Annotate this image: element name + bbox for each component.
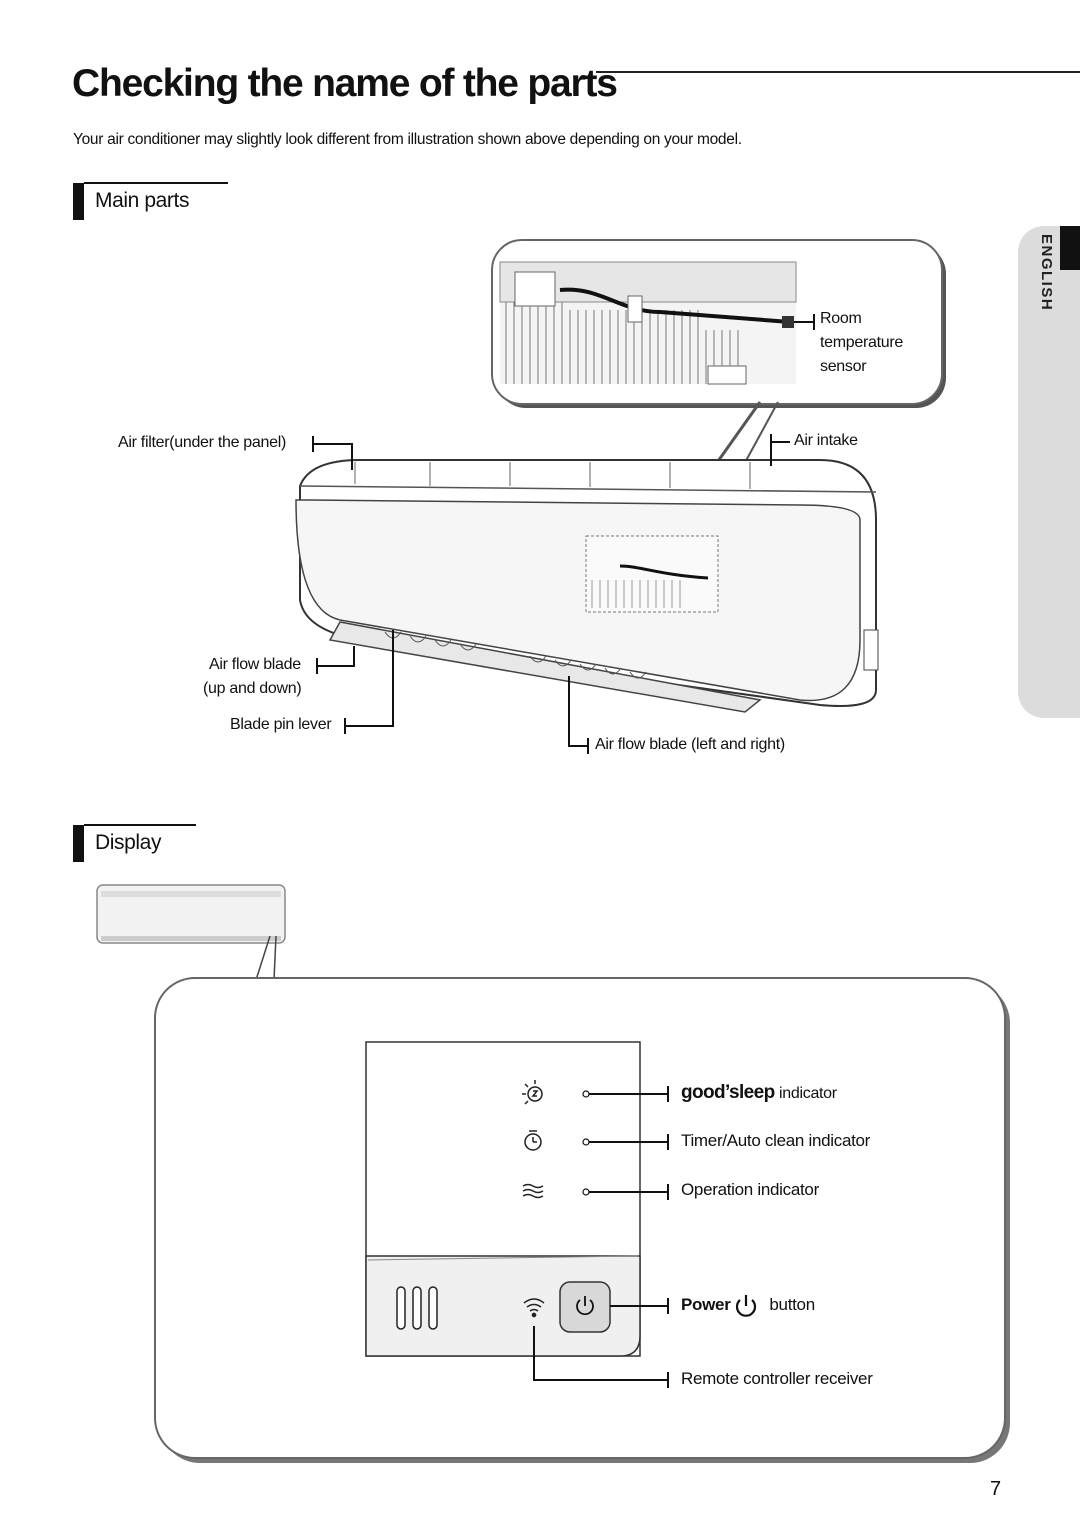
main-parts-bar bbox=[73, 183, 84, 220]
label-timer: Timer/Auto clean indicator bbox=[681, 1131, 871, 1150]
label-room-sensor-2: temperature bbox=[820, 334, 903, 351]
main-parts-rule bbox=[84, 182, 228, 184]
label-remote: Remote controller receiver bbox=[681, 1369, 873, 1388]
display-illustration bbox=[96, 884, 1010, 1463]
sleep-icon bbox=[522, 1080, 543, 1105]
power-word: Power bbox=[681, 1295, 731, 1314]
display-rule bbox=[84, 824, 196, 826]
label-goodsleep: good’sleep indicator bbox=[681, 1082, 837, 1104]
ac-unit bbox=[295, 459, 879, 713]
main-parts-heading: Main parts bbox=[95, 189, 190, 212]
label-operation: Operation indicator bbox=[681, 1180, 819, 1199]
language-tab-label: ENGLISH bbox=[1038, 234, 1055, 312]
label-air-intake: Air intake bbox=[794, 432, 858, 449]
language-tab-marker bbox=[1060, 226, 1080, 270]
page-number: 7 bbox=[990, 1478, 1002, 1500]
power-icon bbox=[735, 1295, 757, 1317]
label-power: Power button bbox=[681, 1295, 815, 1315]
language-tab bbox=[1018, 226, 1080, 718]
label-room-sensor-1: Room bbox=[820, 310, 862, 327]
page-title: Checking the name of the parts bbox=[72, 62, 618, 105]
title-rule bbox=[596, 71, 1080, 73]
label-air-filter: Air filter(under the panel) bbox=[118, 434, 286, 451]
main-parts-illustration bbox=[295, 239, 946, 754]
display-heading: Display bbox=[95, 831, 162, 854]
leader-lines bbox=[312, 434, 790, 754]
label-air-flow-ud-1: Air flow blade bbox=[209, 656, 301, 673]
timer-icon bbox=[524, 1130, 542, 1151]
operation-icon bbox=[522, 1183, 544, 1199]
power-suffix: button bbox=[769, 1295, 815, 1314]
power-button-shape bbox=[559, 1281, 611, 1333]
label-air-flow-lr: Air flow blade (left and right) bbox=[595, 736, 785, 753]
wifi-icon bbox=[523, 1298, 545, 1318]
display-leaders bbox=[533, 1086, 669, 1388]
display-bar bbox=[73, 825, 84, 862]
label-blade-pin: Blade pin lever bbox=[230, 716, 332, 733]
mini-ac-unit bbox=[96, 884, 286, 981]
sensor-zoom-bubble bbox=[491, 239, 946, 408]
goodsleep-brand: good’sleep bbox=[681, 1082, 775, 1103]
label-air-flow-ud-2: (up and down) bbox=[203, 680, 302, 697]
label-room-sensor-3: sensor bbox=[820, 358, 867, 375]
intro-text: Your air conditioner may slightly look d… bbox=[73, 131, 742, 148]
goodsleep-suffix: indicator bbox=[779, 1085, 837, 1102]
